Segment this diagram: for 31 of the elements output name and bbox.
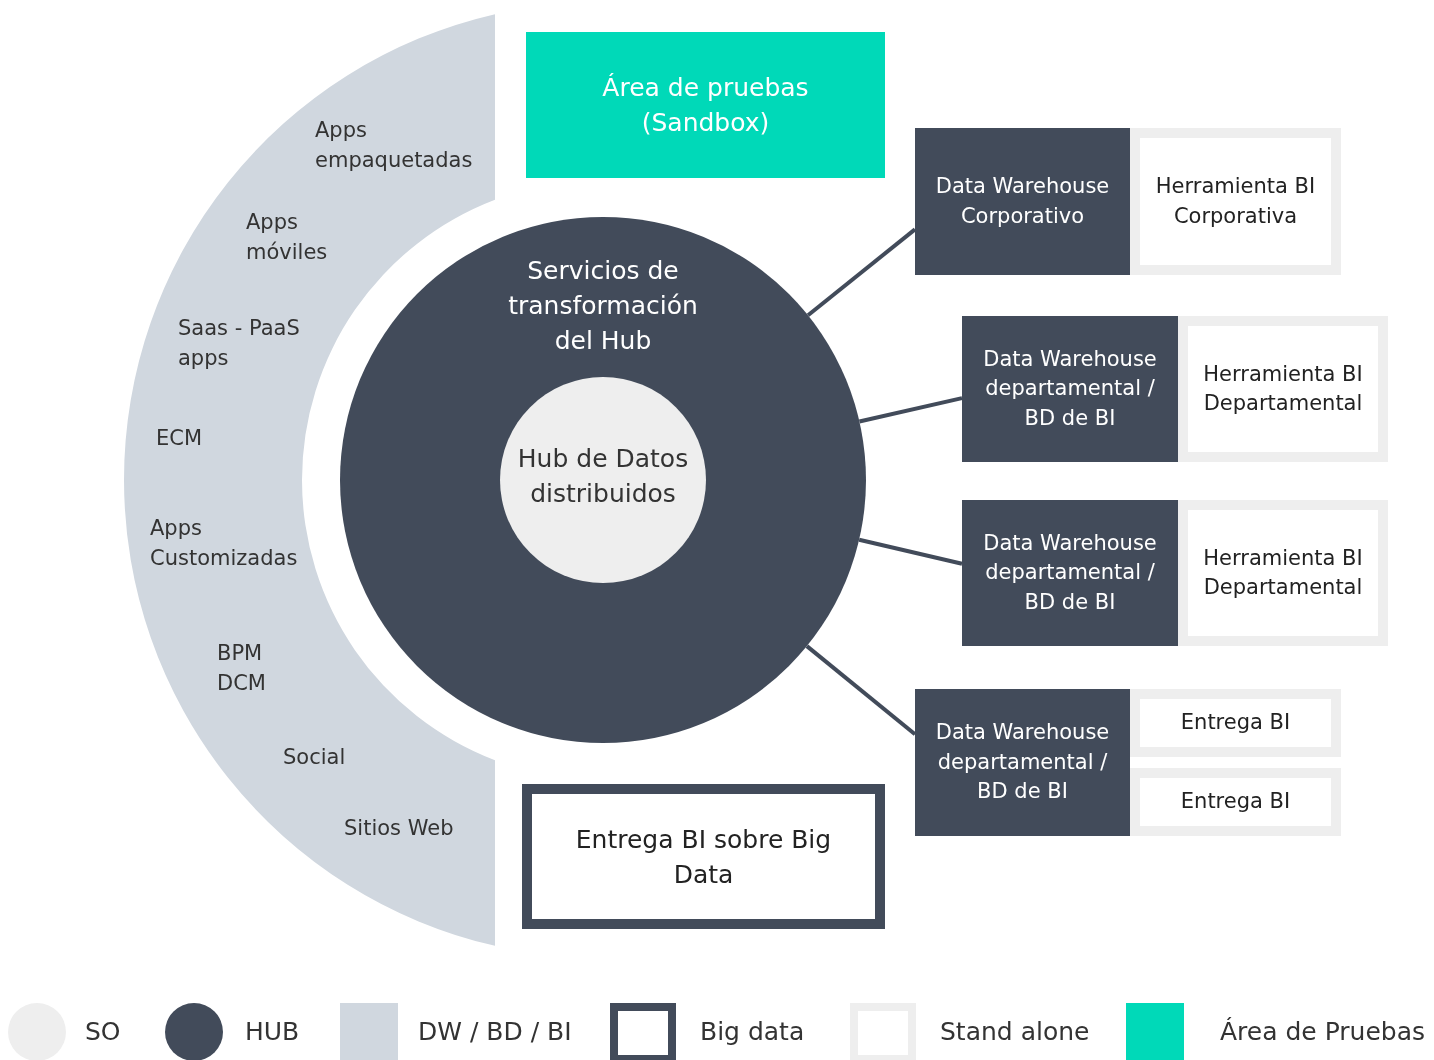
- ring-label: Apps Customizadas: [150, 515, 299, 572]
- connector-line: [858, 537, 963, 566]
- warehouse-box: Data Warehouse departamental / BD de BI: [962, 316, 1178, 462]
- ring-label: BPM DCM: [217, 640, 267, 697]
- warehouse-box: Data Warehouse Corporativo: [915, 128, 1130, 275]
- legend-label: Stand alone: [940, 1016, 1090, 1048]
- ring-label: ECM: [156, 425, 204, 452]
- legend-label: HUB: [245, 1016, 300, 1048]
- connector-line: [858, 396, 963, 424]
- sandbox-box: Área de pruebas (Sandbox): [526, 32, 885, 178]
- legend-label: Big data: [700, 1016, 805, 1048]
- circle-label: Hub de Datos distribuidos: [516, 443, 690, 510]
- ring-label: Apps móviles: [246, 209, 329, 266]
- legend-label: SO: [85, 1016, 121, 1048]
- ring-label: Saas - PaaS apps: [178, 315, 301, 372]
- bi-tool-box: Herramienta BI Departamental: [1178, 316, 1388, 462]
- legend-label: DW / BD / BI: [418, 1016, 572, 1048]
- big-data-box: Entrega BI sobre Big Data: [522, 784, 885, 929]
- connector-line: [805, 644, 917, 736]
- warehouse-box: Data Warehouse departamental / BD de BI: [915, 689, 1130, 836]
- ring-label: Apps empaquetadas: [315, 117, 474, 174]
- connector-line: [806, 227, 917, 317]
- warehouse-box: Data Warehouse departamental / BD de BI: [962, 500, 1178, 646]
- delivery-box: Entrega BI: [1130, 768, 1341, 836]
- ring-label: Sitios Web: [344, 815, 455, 842]
- bi-tool-box: Herramienta BI Corporativa: [1130, 128, 1341, 275]
- bi-tool-box: Herramienta BI Departamental: [1178, 500, 1388, 646]
- ring-label: Social: [283, 744, 347, 771]
- circle-label: Servicios de transformación del Hub: [507, 255, 699, 357]
- delivery-box: Entrega BI: [1130, 689, 1341, 757]
- legend-label: Área de Pruebas: [1220, 1016, 1426, 1048]
